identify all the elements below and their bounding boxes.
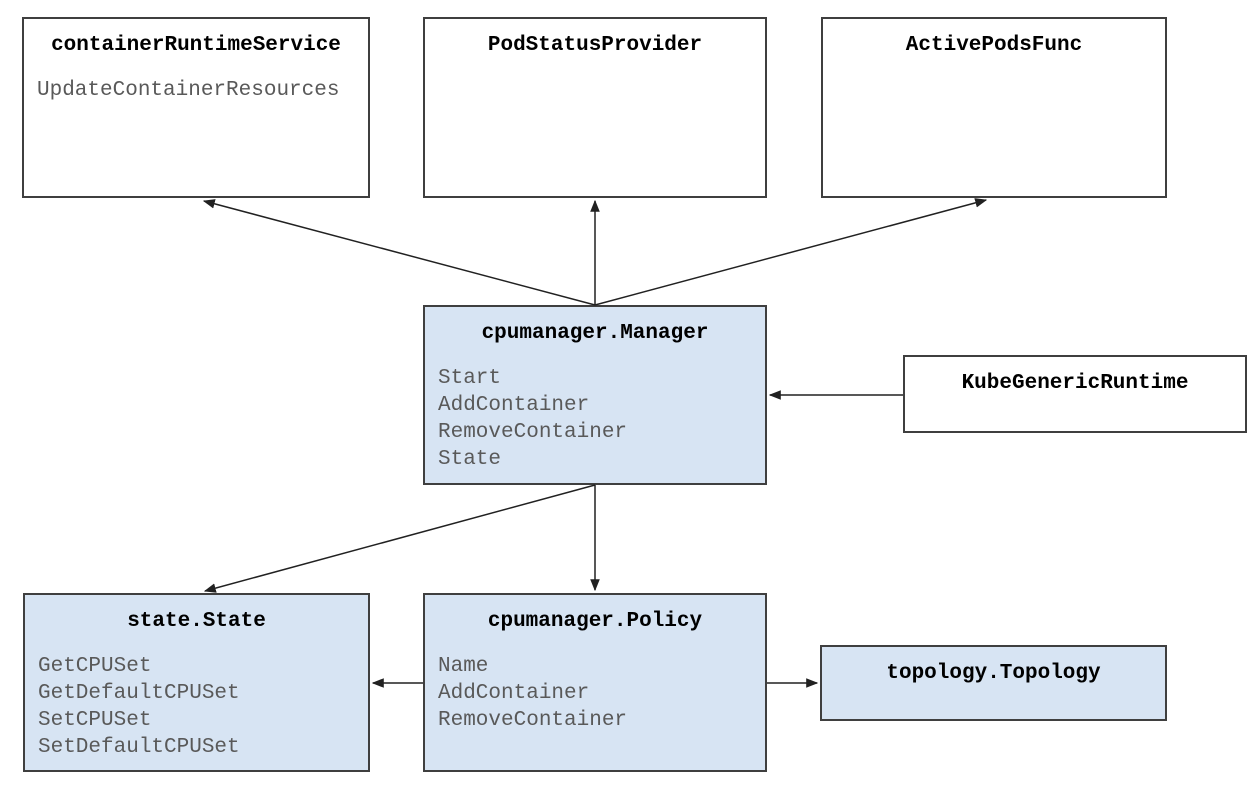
method-remove-container: RemoveContainer <box>438 421 628 444</box>
node-active-pods-func: ActivePodsFunc <box>821 17 1167 198</box>
node-method-list: GetCPUSet GetDefaultCPUSet SetCPUSet Set… <box>25 653 368 761</box>
method-state: State <box>438 448 502 471</box>
method-remove-container: RemoveContainer <box>438 709 628 732</box>
method-get-default-cpuset: GetDefaultCPUSet <box>38 682 240 705</box>
node-method-list: Start AddContainer RemoveContainer State <box>425 365 765 473</box>
method-set-cpuset: SetCPUSet <box>38 709 152 732</box>
node-cpumanager-manager: cpumanager.Manager Start AddContainer Re… <box>423 305 767 485</box>
node-title: cpumanager.Policy <box>487 610 703 633</box>
node-title: topology.Topology <box>886 662 1101 685</box>
node-pod-status-provider: PodStatusProvider <box>423 17 767 198</box>
node-title: ActivePodsFunc <box>905 34 1083 57</box>
node-cpumanager-policy: cpumanager.Policy Name AddContainer Remo… <box>423 593 767 772</box>
method-start: Start <box>438 367 502 390</box>
node-method-list: UpdateContainerResources <box>24 77 368 104</box>
method-add-container: AddContainer <box>438 394 590 417</box>
node-container-runtime-service: containerRuntimeService UpdateContainerR… <box>22 17 370 198</box>
node-title: cpumanager.Manager <box>481 322 709 345</box>
node-kube-generic-runtime: KubeGenericRuntime <box>903 355 1247 433</box>
node-title: state.State <box>127 610 266 633</box>
method-update-container-resources: UpdateContainerResources <box>37 79 340 102</box>
node-title: PodStatusProvider <box>487 34 703 57</box>
method-set-default-cpuset: SetDefaultCPUSet <box>38 736 240 759</box>
node-title: KubeGenericRuntime <box>961 372 1189 395</box>
node-title: containerRuntimeService <box>51 34 341 57</box>
node-state-state: state.State GetCPUSet GetDefaultCPUSet S… <box>23 593 370 772</box>
arrow-manager-to-active-pods-func <box>594 198 988 306</box>
arrow-manager-to-state-state <box>203 484 596 593</box>
method-add-container: AddContainer <box>438 682 590 705</box>
method-get-cpuset: GetCPUSet <box>38 655 152 678</box>
node-method-list: Name AddContainer RemoveContainer <box>425 653 765 734</box>
arrow-manager-to-container-runtime-service <box>202 199 596 306</box>
node-topology-topology: topology.Topology <box>820 645 1167 721</box>
method-name: Name <box>438 655 489 678</box>
